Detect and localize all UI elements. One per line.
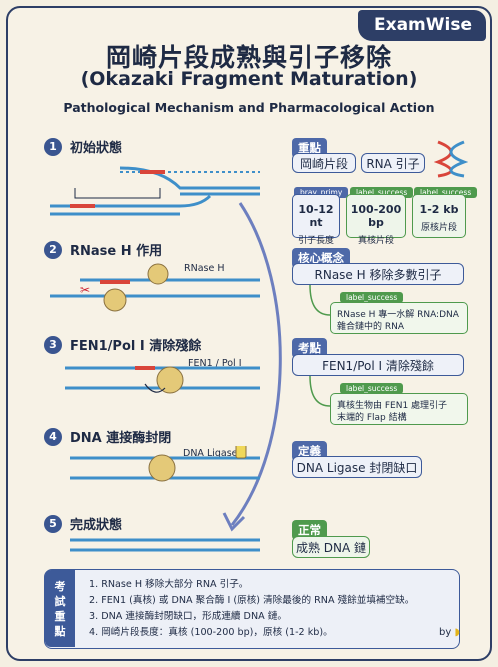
step-5-label: 完成狀態 [70,518,123,533]
step-1-number: 1 [44,137,62,156]
summary-tag-char-2: 試 [54,594,66,608]
step-1-label: 初始狀態 [70,141,123,156]
step-4: 4 DNA 連接酶封閉 [44,427,171,446]
definition-box: DNA Ligase 封閉缺口 [292,456,422,478]
summary-tag: 考 試 重 點 [45,570,75,647]
step-2-number: 2 [44,240,62,259]
svg-text:✂: ✂ [80,283,90,297]
exam-detail-line1: 真核生物由 FEN1 處理引子 [337,401,448,411]
dna-rnase-icon: ✂ [50,263,260,312]
page-title: 岡崎片段成熟與引子移除 [105,43,392,72]
stat-eukaryote-fragment: 100-200 bp 真核片段 [346,194,406,246]
process-arrow [222,202,282,532]
page-tagline: Pathological Mechanism and Pharmacologic… [63,100,435,115]
dna-mature-icon [70,538,260,552]
exam-detail-line2: 末端的 Flap 結構 [337,413,407,423]
stat-1-value: 10-12 nt [298,203,334,229]
stat-3-value: 1-2 kb [419,203,459,216]
dna-helix-icon [434,140,468,178]
summary-tag-char-3: 重 [54,609,66,623]
key-item-rna-primer: RNA 引子 [361,153,425,173]
stat-3-tag: label_success [414,187,478,198]
fen1-annotation: FEN1 / Pol I [188,358,242,369]
stat-1-tag: bray_primy [294,187,349,198]
dna-fen1-icon [65,366,260,394]
byline: by ◗ [439,627,460,638]
core-tag: label_success [340,292,404,303]
summary-tag-char-4: 點 [54,624,66,638]
key-item-okazaki: 岡崎片段 [292,153,356,173]
normal-box: 成熟 DNA 鏈 [292,536,370,558]
stat-primer-length: 10-12 nt 引子長度 [292,194,340,246]
core-detail: RNase H 專一水解 RNA:DNA 雜合鏈中的 RNA [330,302,468,334]
stat-2-tag: label_success [350,187,414,198]
exam-connector-icon [309,376,331,407]
step-5: 5 完成狀態 [44,514,122,533]
ligase-annotation: DNA Ligase [183,448,238,459]
core-connector-icon [309,285,331,316]
stat-1-caption: 引子長度 [297,236,334,246]
summary-item-4: 4. 岡崎片段長度：真核 (100-200 bp)，原核 (1-2 kb)。 [89,627,333,638]
rnase-h-annotation: RNase H [184,263,225,274]
exam-label: 考點 [292,338,327,358]
summary-item-3: 3. DNA 連接酶封閉缺口，形成連續 DNA 鏈。 [89,611,287,622]
core-detail-line1: RNase H 專一水解 RNA:DNA [337,310,459,320]
step-3: 3 FEN1/Pol I 清除殘餘 [44,335,201,354]
exam-box: FEN1/Pol I 清除殘餘 [292,354,464,376]
step-4-number: 4 [44,427,62,446]
step-2: 2 RNase H 作用 [44,240,162,259]
dna-initial-icon [50,166,260,216]
summary-item-2: 2. FEN1 (真核) 或 DNA 聚合酶 I (原核) 清除最後的 RNA … [89,595,415,606]
exam-detail: 真核生物由 FEN1 處理引子 末端的 Flap 結構 [330,393,468,425]
core-box: RNase H 移除多數引子 [292,263,464,285]
step-2-label: RNase H 作用 [70,244,163,259]
step-4-label: DNA 連接酶封閉 [70,431,172,446]
summary-tag-char-1: 考 [54,579,66,593]
exam-summary-panel: 考 試 重 點 1. RNase H 移除大部分 RNA 引子。 2. FEN1… [44,569,460,649]
step-5-number: 5 [44,514,62,533]
normal-label: 正常 [292,520,327,540]
step-1: 1 初始狀態 [44,137,122,156]
summary-list: 1. RNase H 移除大部分 RNA 引子。 2. FEN1 (真核) 或 … [89,577,414,641]
exam-tag: label_success [340,383,404,394]
summary-item-1: 1. RNase H 移除大部分 RNA 引子。 [89,579,249,590]
core-detail-line2: 雜合鏈中的 RNA [337,322,405,332]
stat-2-caption: 真核片段 [357,236,394,246]
page-subtitle: (Okazaki Fragment Maturation) [80,68,418,90]
dna-ligase-icon [70,446,260,482]
banana-icon: ◗ [454,627,460,638]
stat-3-caption: 原核片段 [420,223,457,233]
stat-2-value: 100-200 bp [350,203,402,229]
step-3-label: FEN1/Pol I 清除殘餘 [70,339,202,354]
byline-text: by [439,627,452,638]
stat-prokaryote-fragment: 1-2 kb 原核片段 [412,194,466,238]
step-3-number: 3 [44,335,62,354]
brand-logo: ExamWise [358,10,486,41]
